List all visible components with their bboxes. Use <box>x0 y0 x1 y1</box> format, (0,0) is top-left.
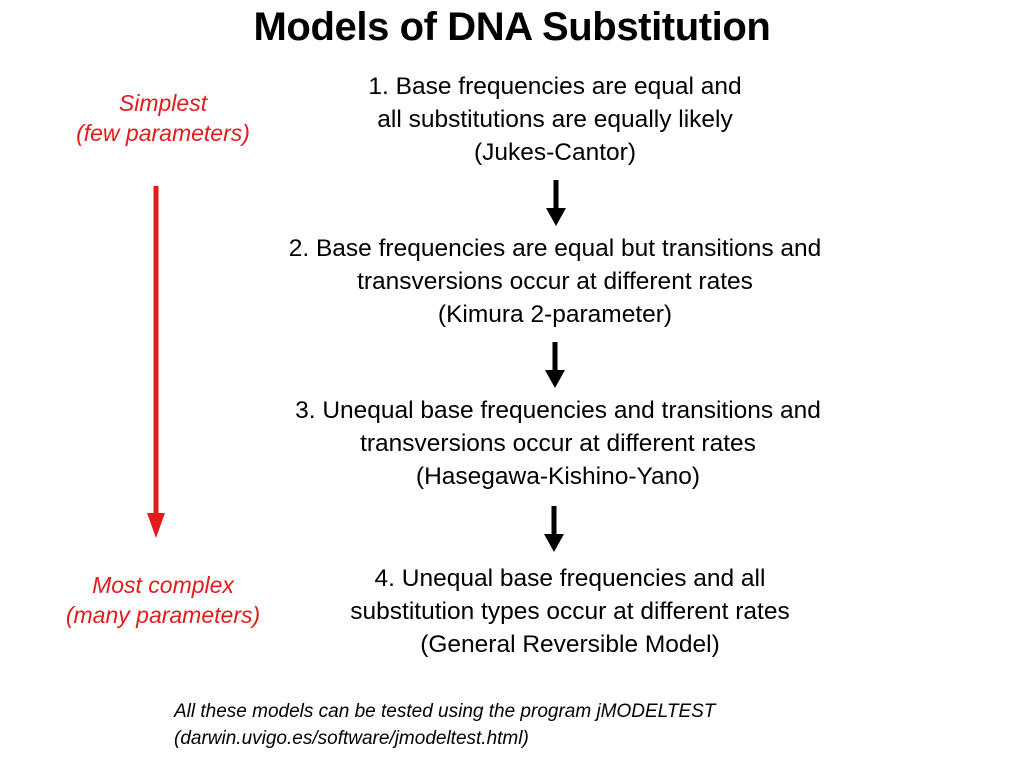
model-item-1-name: (Jukes-Cantor) <box>473 139 636 166</box>
page-title: Models of DNA Substitution <box>253 5 771 49</box>
flow-arrow-down-icon-2 <box>545 342 565 388</box>
model-item-2-line1: 2. Base frequencies are equal but transi… <box>288 235 822 262</box>
model-item-1-line1: 1. Base frequencies are equal and <box>368 73 742 100</box>
model-item-4: 4. Unequal base frequencies and all subs… <box>270 562 870 661</box>
complexity-axis-top-label-line1: Simplest <box>118 90 208 116</box>
flow-arrow-down-icon-3 <box>544 506 564 552</box>
model-item-3-line2: transversions occur at different rates <box>360 430 756 457</box>
model-item-2-line2: transversions occur at different rates <box>357 268 753 295</box>
model-item-4-line2: substitution types occur at different ra… <box>350 598 790 625</box>
complexity-axis-bottom-label-line2: (many parameters) <box>65 602 261 628</box>
model-item-1-line2: all substitutions are equally likely <box>377 106 733 133</box>
model-item-2-name: (Kimura 2-parameter) <box>437 301 673 328</box>
footer-note-line2: (darwin.uvigo.es/software/jmodeltest.htm… <box>174 728 529 749</box>
model-item-3-name: (Hasegawa-Kishino-Yano) <box>415 463 701 490</box>
model-item-3: 3. Unequal base frequencies and transiti… <box>202 394 914 493</box>
footer-note: All these models can be tested using the… <box>174 698 894 752</box>
complexity-axis-bottom-label: Most complex (many parameters) <box>22 570 304 630</box>
complexity-axis-top-label-line2: (few parameters) <box>76 120 250 146</box>
complexity-down-arrow-icon <box>147 186 165 538</box>
model-item-1: 1. Base frequencies are equal and all su… <box>282 70 828 169</box>
model-item-4-name: (General Reversible Model) <box>420 631 720 658</box>
flow-arrow-down-icon-1 <box>546 180 566 226</box>
model-item-2: 2. Base frequencies are equal but transi… <box>196 232 914 331</box>
model-item-4-line1: 4. Unequal base frequencies and all <box>374 565 766 592</box>
complexity-axis-top-label: Simplest (few parameters) <box>22 88 304 148</box>
footer-note-line1: All these models can be tested using the… <box>174 701 716 722</box>
model-item-3-line1: 3. Unequal base frequencies and transiti… <box>295 397 821 424</box>
complexity-axis-bottom-label-line1: Most complex <box>92 572 234 598</box>
